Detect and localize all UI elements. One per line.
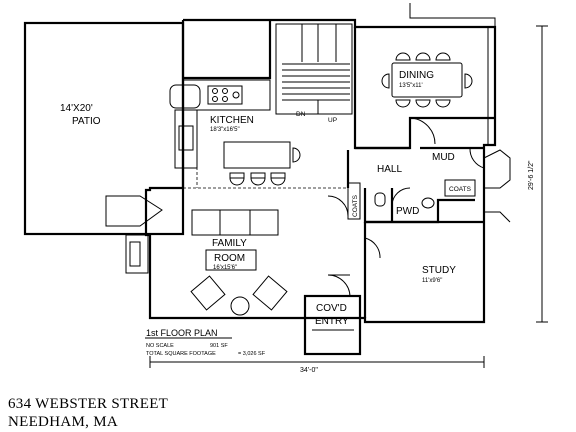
family-room-label-2: ROOM xyxy=(214,253,245,264)
armchair-right xyxy=(252,275,288,311)
powder-sink-icon xyxy=(421,197,435,209)
mud-door xyxy=(483,149,511,189)
powder-toilet-icon xyxy=(374,192,386,207)
legend-total-label: TOTAL SQUARE FOOTAGE xyxy=(146,351,216,357)
dining-chairs xyxy=(381,52,473,108)
dining-label: DINING xyxy=(399,70,434,81)
sofa xyxy=(191,209,279,236)
stair-enclosure xyxy=(275,23,353,115)
family-room-label: FAMILY xyxy=(212,238,247,249)
cooktop-icon xyxy=(207,85,243,105)
kitchen-counter-top xyxy=(182,79,271,111)
fireplace xyxy=(125,234,149,274)
family-door-arc xyxy=(327,274,351,298)
fireplace-hearth xyxy=(129,241,141,267)
dn-label: DN xyxy=(296,111,306,118)
coats-closet-left xyxy=(347,182,361,220)
kitchen-label: KITCHEN xyxy=(210,115,254,126)
kitchen-island xyxy=(223,141,291,169)
dining-dim: 13'5"x11' xyxy=(399,83,423,89)
top-wall-notch xyxy=(183,20,272,80)
hall-walls xyxy=(346,146,484,188)
kitchen-dim: 18'3"x16'5" xyxy=(210,127,240,133)
right-bay-window xyxy=(484,211,511,223)
powder-door-arc xyxy=(391,187,411,206)
legend-scale: NO SCALE xyxy=(146,343,174,349)
mud-door-arc xyxy=(469,147,485,169)
family-window-arc xyxy=(327,195,349,217)
study-door-arc xyxy=(364,237,381,259)
up-label: UP xyxy=(328,117,337,124)
legend-title: 1st FLOOR PLAN xyxy=(146,328,218,338)
depth-dimension-line xyxy=(536,25,548,323)
family-room-dim: 16'x15'6" xyxy=(213,265,237,271)
kitchen-sink-icon xyxy=(178,125,194,151)
coats-label-right: COATS xyxy=(449,186,472,193)
address-line-2: NEEDHAM, MA xyxy=(8,414,118,430)
kitchen-counter-left xyxy=(174,109,198,169)
armchair-left xyxy=(190,275,226,311)
covd-entry-label-2: ENTRY xyxy=(315,316,349,327)
width-dimension-line xyxy=(149,356,485,368)
pwd-label: PWD xyxy=(396,206,419,217)
left-bay xyxy=(105,195,163,227)
address-line-1: 634 WEBSTER STREET xyxy=(8,396,169,412)
kitchen-corner-unit xyxy=(169,84,201,109)
depth-dimension-text: 29'-6 1/2" xyxy=(528,160,535,190)
patio-label-dim: 14'x20' xyxy=(60,103,93,114)
mud-label: MUD xyxy=(432,152,455,163)
patio-outline xyxy=(23,21,185,236)
covd-entry-outline xyxy=(303,294,362,356)
dining-door-arc xyxy=(409,117,436,145)
coats-closet-right xyxy=(444,179,476,197)
stair-treads xyxy=(282,63,350,114)
patio-label: PATIO xyxy=(72,116,101,127)
study-label: STUDY xyxy=(422,265,456,276)
island-end-stool xyxy=(292,147,301,163)
top-outer-line xyxy=(409,3,496,27)
coffee-table xyxy=(205,249,257,271)
legend-scale-value: 901 SF xyxy=(210,343,228,349)
exterior-walls xyxy=(144,18,497,324)
study-dim: 11'x9'6" xyxy=(422,278,442,284)
width-dimension-text: 34'-0" xyxy=(300,367,318,374)
covd-entry-label: COV'D xyxy=(316,303,347,314)
legend-total-value: = 3,026 SF xyxy=(238,351,266,357)
side-table xyxy=(230,296,250,316)
island-stools xyxy=(229,172,286,186)
dining-table xyxy=(391,62,463,98)
coats-label-left: COATS xyxy=(352,194,359,217)
hall-label: HALL xyxy=(377,164,402,175)
